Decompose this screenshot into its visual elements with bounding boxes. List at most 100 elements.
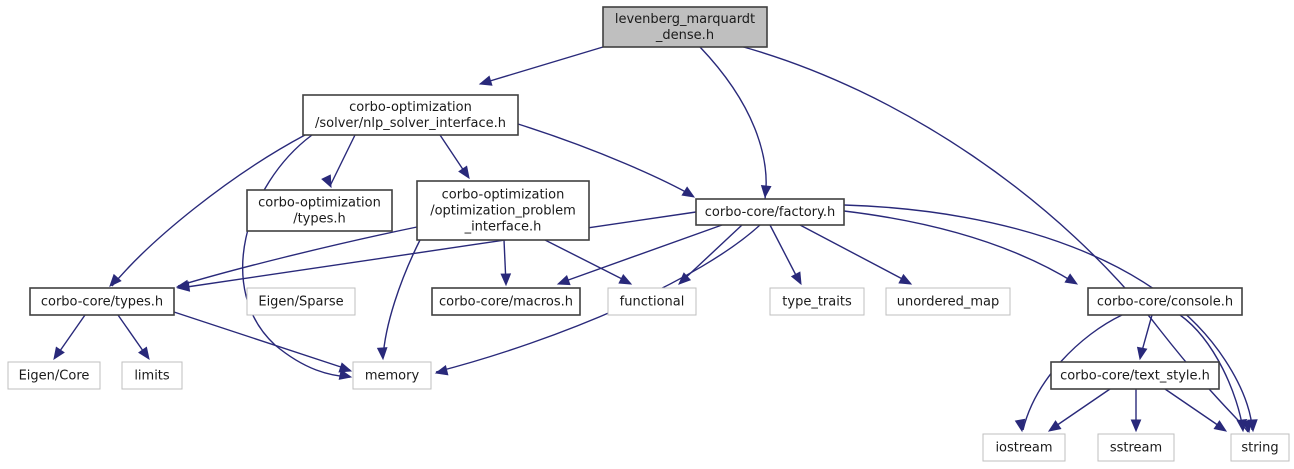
arrowhead-opt_problem-to-functional [618, 274, 633, 285]
node-label-sstream: sstream [1110, 440, 1162, 455]
node-label-iostream: iostream [995, 440, 1052, 455]
arrowhead-console-to-text_style [1136, 346, 1148, 361]
arrowhead-factory-to-string [1247, 419, 1258, 433]
edge-text_style-to-string [1164, 388, 1226, 431]
node-memory[interactable]: memory [352, 361, 432, 390]
edge-factory-to-macros [559, 224, 723, 284]
edge-core_types-to-memory [173, 311, 351, 371]
node-eigen_core[interactable]: Eigen/Core [7, 361, 101, 390]
arrowhead-factory-to-unordered_map [898, 273, 913, 285]
arrowhead-text_style-to-string [1213, 420, 1228, 432]
edge-factory-to-unordered_map [799, 224, 911, 284]
node-opt_problem[interactable]: corbo-optimization/optimization_problem_… [416, 180, 590, 241]
node-sstream[interactable]: sstream [1097, 433, 1175, 462]
node-core_types[interactable]: corbo-core/types.h [29, 287, 175, 316]
node-box-string[interactable] [1230, 433, 1290, 462]
node-limits[interactable]: limits [121, 361, 183, 390]
node-box-core_types[interactable] [29, 287, 175, 316]
edge-opt_problem-to-functional [544, 239, 631, 284]
edge-nlp_solver-to-core_types [111, 134, 306, 287]
arrowhead-nlp_solver-to-memory [338, 369, 353, 380]
arrowhead-core_types-to-eigen_core [53, 346, 65, 361]
edge-nlp_solver-to-opt_types [329, 134, 356, 187]
node-box-memory[interactable] [352, 361, 432, 390]
arrowhead-factory-to-type_traits [790, 271, 802, 286]
arrowhead-factory-to-memory [434, 365, 449, 376]
edge-levenberg-to-factory [699, 46, 767, 200]
edge-text_style-to-iostream [1049, 388, 1111, 431]
edge-console-to-string [1179, 314, 1244, 431]
node-levenberg[interactable]: levenberg_marquardt_dense.h [602, 6, 768, 48]
node-box-opt_problem[interactable] [416, 180, 590, 241]
node-label-opt_types: corbo-optimization/types.h [258, 195, 381, 226]
node-label-core_types: corbo-core/types.h [41, 294, 163, 309]
node-type_traits[interactable]: type_traits [769, 287, 865, 316]
node-box-levenberg[interactable] [602, 6, 768, 48]
node-label-unordered_map: unordered_map [897, 294, 1000, 309]
node-eigen_sparse[interactable]: Eigen/Sparse [246, 287, 356, 316]
edge-nlp_solver-to-memory [242, 134, 351, 378]
node-box-text_style[interactable] [1050, 361, 1220, 390]
node-string[interactable]: string [1230, 433, 1290, 462]
arrowhead-factory-to-functional [678, 272, 692, 285]
node-label-type_traits: type_traits [782, 294, 852, 309]
node-box-functional[interactable] [607, 287, 697, 316]
edge-opt_problem-to-core_types [177, 226, 418, 287]
node-box-opt_types[interactable] [246, 189, 393, 232]
node-box-iostream[interactable] [982, 433, 1066, 462]
node-label-opt_problem: corbo-optimization/optimization_problem_… [430, 187, 576, 234]
arrowhead-core_types-to-memory [338, 362, 353, 373]
node-label-limits: limits [134, 368, 170, 383]
arrowhead-text_style-to-iostream [1047, 420, 1062, 432]
edge-levenberg-to-nlp_solver [479, 46, 604, 85]
node-box-eigen_sparse[interactable] [246, 287, 356, 316]
node-unordered_map[interactable]: unordered_map [885, 287, 1011, 316]
node-text_style[interactable]: corbo-core/text_style.h [1050, 361, 1220, 390]
nodes-layer: levenberg_marquardt_dense.h corbo-optimiz… [7, 6, 1290, 462]
node-label-text_style: corbo-core/text_style.h [1060, 368, 1210, 383]
node-box-factory[interactable] [695, 198, 845, 226]
node-box-macros[interactable] [431, 287, 581, 316]
arrowhead-core_types-to-limits [138, 346, 150, 361]
node-label-macros: corbo-core/macros.h [439, 294, 573, 309]
node-nlp_solver[interactable]: corbo-optimization/solver/nlp_solver_int… [302, 94, 519, 136]
arrowhead-factory-to-core_types [176, 281, 191, 292]
node-box-nlp_solver[interactable] [302, 94, 519, 136]
node-box-limits[interactable] [121, 361, 183, 390]
node-label-nlp_solver: corbo-optimization/solver/nlp_solver_int… [315, 100, 506, 131]
node-label-factory: corbo-core/factory.h [705, 205, 835, 220]
edge-factory-to-type_traits [769, 224, 801, 284]
node-box-eigen_core[interactable] [7, 361, 101, 390]
node-label-levenberg: levenberg_marquardt_dense.h [615, 12, 755, 43]
arrowhead-opt_problem-to-macros [500, 273, 512, 287]
arrowhead-nlp_solver-to-core_types [109, 273, 122, 287]
arrowheads-layer [53, 75, 1258, 434]
arrowhead-console-to-string [1236, 419, 1248, 433]
edge-nlp_solver-to-factory [517, 123, 694, 197]
node-console[interactable]: corbo-core/console.h [1087, 287, 1243, 316]
node-factory[interactable]: corbo-core/factory.h [695, 198, 845, 226]
arrowhead-factory-to-console [1064, 273, 1079, 285]
arrowhead-levenberg-to-nlp_solver [478, 75, 493, 86]
arrowhead-factory-to-macros [556, 275, 571, 286]
arrowhead-nlp_solver-to-factory [681, 186, 696, 198]
edge-factory-to-string [843, 204, 1253, 431]
node-box-console[interactable] [1087, 287, 1243, 316]
node-macros[interactable]: corbo-core/macros.h [431, 287, 581, 316]
node-label-console: corbo-core/console.h [1097, 294, 1233, 309]
node-label-eigen_sparse: Eigen/Sparse [258, 294, 343, 309]
node-box-unordered_map[interactable] [885, 287, 1011, 316]
edge-factory-to-core_types [179, 211, 697, 289]
arrowhead-nlp_solver-to-opt_types [321, 174, 332, 189]
node-box-type_traits[interactable] [769, 287, 865, 316]
node-box-sstream[interactable] [1097, 433, 1175, 462]
node-functional[interactable]: functional [607, 287, 697, 316]
node-label-string: string [1241, 440, 1278, 455]
node-opt_types[interactable]: corbo-optimization/types.h [246, 189, 393, 232]
arrowhead-console-to-iostream [1014, 418, 1026, 433]
node-label-memory: memory [365, 368, 420, 383]
arrowhead-levenberg-to-factory [760, 185, 772, 199]
node-iostream[interactable]: iostream [982, 433, 1066, 462]
